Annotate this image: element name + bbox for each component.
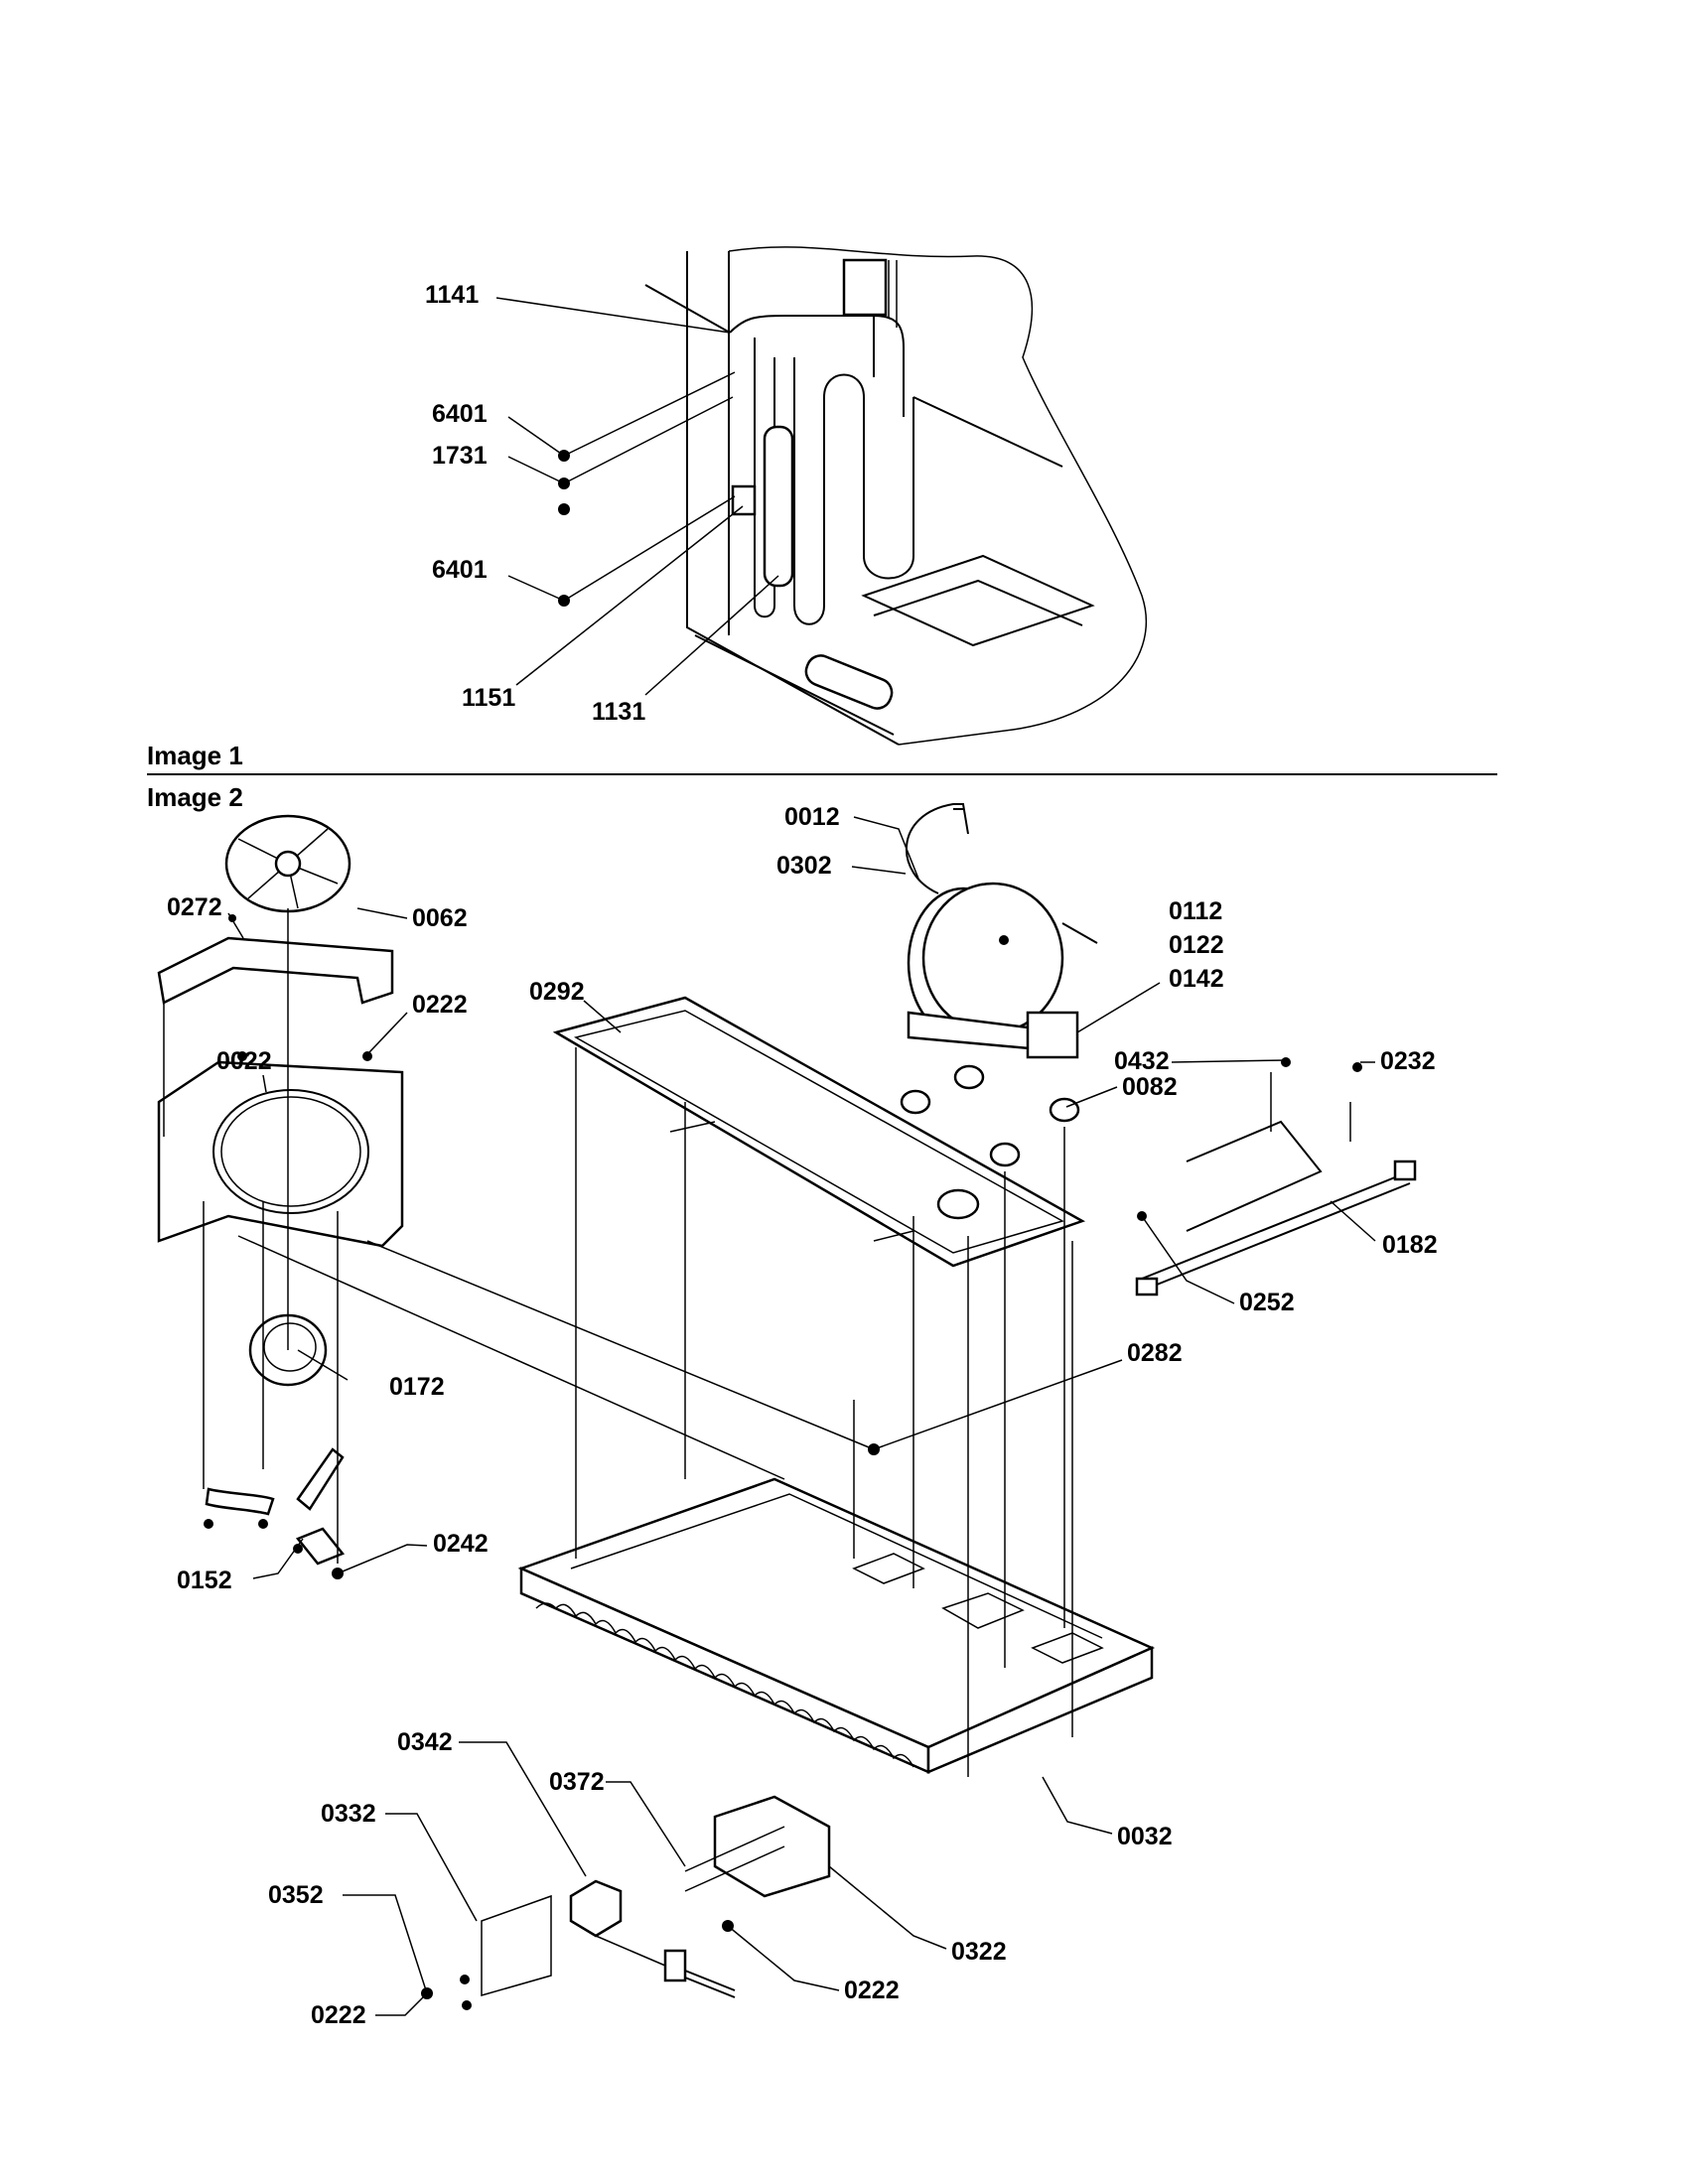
callout-6401: 6401 xyxy=(432,400,488,428)
image1-assembly xyxy=(644,246,1148,746)
callout-6401: 6401 xyxy=(432,556,488,584)
fan-blade-0062 xyxy=(224,814,351,913)
section-label-image2: Image 2 xyxy=(147,782,243,812)
callout-0242: 0242 xyxy=(433,1530,489,1558)
callout-0272: 0272 xyxy=(167,893,222,921)
callout-0112: 0112 xyxy=(1169,897,1222,925)
callout-0142: 0142 xyxy=(1169,965,1224,993)
callout-0332: 0332 xyxy=(321,1800,376,1828)
grommets-0082 xyxy=(900,1064,1080,1167)
callout-0302: 0302 xyxy=(776,852,832,880)
callout-1131: 1131 xyxy=(592,698,645,726)
fan-bracket-0022 xyxy=(157,1060,404,1248)
callout-0282: 0282 xyxy=(1127,1339,1183,1367)
base-pan-0032 xyxy=(517,1477,1156,1774)
callout-0322: 0322 xyxy=(951,1938,1007,1966)
motor-bracket-0152 xyxy=(296,1447,345,1511)
timer-assembly-0342 xyxy=(481,1879,736,1998)
callout-0232: 0232 xyxy=(1380,1047,1436,1075)
callout-0062: 0062 xyxy=(412,904,468,932)
callout-0252: 0252 xyxy=(1239,1289,1295,1316)
callout-0432: 0432 xyxy=(1114,1047,1170,1075)
shroud-0272 xyxy=(157,936,394,1005)
callout-0082: 0082 xyxy=(1122,1073,1178,1101)
bracket-0322 xyxy=(684,1795,831,1898)
callout-1151: 1151 xyxy=(462,684,515,712)
leaders-image1 xyxy=(495,297,779,696)
heater-wires xyxy=(1135,1072,1417,1297)
callout-0342: 0342 xyxy=(397,1728,453,1756)
callout-0372: 0372 xyxy=(549,1768,605,1796)
callout-1141: 1141 xyxy=(425,281,479,309)
callout-0122: 0122 xyxy=(1169,931,1224,959)
callout-0032: 0032 xyxy=(1117,1823,1173,1850)
callout-0222: 0222 xyxy=(311,2001,366,2029)
compressor-0112 xyxy=(906,803,1098,1059)
callout-0182: 0182 xyxy=(1382,1231,1438,1259)
callout-1731: 1731 xyxy=(432,442,488,470)
callout-0152: 0152 xyxy=(177,1567,232,1594)
callout-0022: 0022 xyxy=(216,1047,272,1075)
callout-0222: 0222 xyxy=(412,991,468,1019)
screws-image1 xyxy=(558,450,570,607)
leaders-image2 xyxy=(227,816,1376,2016)
callout-0222: 0222 xyxy=(844,1977,900,2004)
callout-0172: 0172 xyxy=(389,1373,445,1401)
assembly-lines xyxy=(237,1047,1073,1777)
condenser-pan-0292 xyxy=(552,996,1086,1268)
callout-0292: 0292 xyxy=(529,978,585,1006)
callout-0352: 0352 xyxy=(268,1881,324,1909)
callout-0012: 0012 xyxy=(784,803,840,831)
section-label-image1: Image 1 xyxy=(147,741,243,770)
